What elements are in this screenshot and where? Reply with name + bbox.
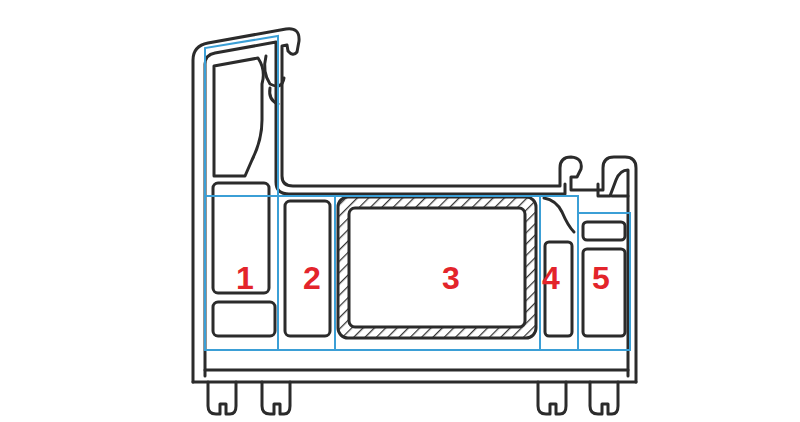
chamber-wall (583, 222, 625, 240)
chamber-wall (544, 198, 574, 232)
chamber-wall (583, 249, 625, 336)
callout-number: 3 (442, 262, 460, 294)
callout-number: 5 (592, 262, 610, 294)
profile-foot (538, 382, 566, 414)
callout-number: 1 (236, 262, 254, 294)
callout-number: 4 (542, 262, 560, 294)
chamber-wall (213, 183, 269, 293)
chamber-outline (205, 36, 630, 350)
profile-foot (262, 382, 290, 414)
callout-number: 2 (303, 262, 321, 294)
profile-foot (590, 382, 618, 414)
chamber-outline (205, 196, 578, 350)
steel-inner (349, 208, 525, 327)
upper-chamber (214, 58, 263, 176)
profile-outline (193, 29, 636, 382)
chamber-wall (285, 201, 330, 336)
glazing-hook (265, 56, 284, 104)
steel-reinforcement (338, 197, 536, 338)
profile-inner-wall (205, 42, 628, 376)
profile-base (193, 370, 636, 382)
chamber-wall (213, 302, 275, 336)
profile-foot (208, 382, 236, 414)
profile-hook (612, 195, 628, 198)
